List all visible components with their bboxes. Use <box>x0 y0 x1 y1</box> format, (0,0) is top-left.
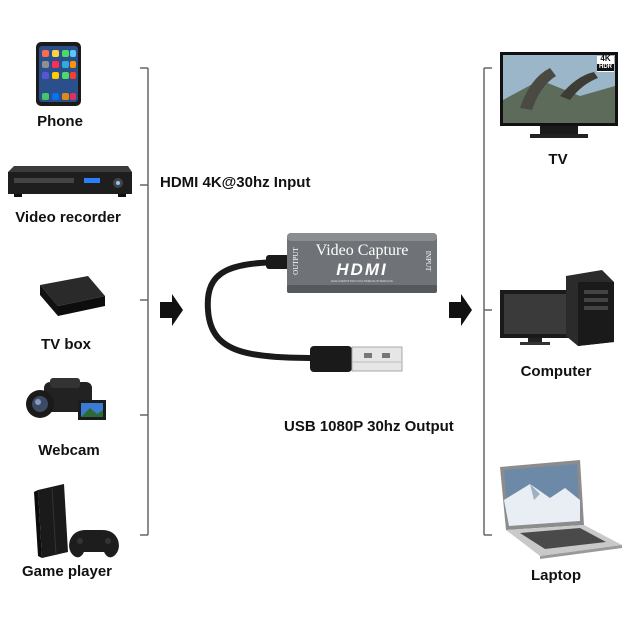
tv-box-icon <box>40 276 105 316</box>
device-input-port-label: INPUT <box>424 250 432 272</box>
laptop-icon <box>500 460 622 559</box>
video-recorder-icon <box>8 166 132 197</box>
input-caption: HDMI 4K@30hz Input <box>160 174 311 191</box>
output-caption: USB 1080P 30hz Output <box>284 418 454 435</box>
tv-badge-hdr: HDR <box>597 64 614 71</box>
capture-device <box>287 233 437 293</box>
computer-icon <box>500 270 614 346</box>
output-label-tv: TV <box>548 151 568 168</box>
webcam-icon <box>26 378 106 420</box>
output-label-laptop: Laptop <box>531 567 581 584</box>
source-label-webcam: Webcam <box>38 442 100 459</box>
left-bracket <box>140 67 149 536</box>
device-output-port-label: OUTPUT <box>292 247 300 275</box>
device-brand: HDMI <box>336 260 388 279</box>
tv-badge-4k: 4K <box>600 54 611 63</box>
source-label-video-recorder: Video recorder <box>15 209 121 226</box>
game-console-icon <box>34 484 119 558</box>
output-label-computer: Computer <box>520 363 592 380</box>
right-bracket <box>483 67 492 536</box>
usb-cable <box>204 255 403 372</box>
source-label-phone: Phone <box>37 113 83 130</box>
source-label-game-player: Game player <box>21 563 113 580</box>
source-label-tv-box: TV box <box>40 336 92 353</box>
device-title: Video Capture <box>315 242 409 259</box>
output-arrow <box>449 294 472 326</box>
phone-icon <box>36 42 81 106</box>
device-subtitle: HIGH-DEFINITION MULTIMEDIA INTERFACE <box>330 279 394 283</box>
input-arrow <box>160 294 183 326</box>
